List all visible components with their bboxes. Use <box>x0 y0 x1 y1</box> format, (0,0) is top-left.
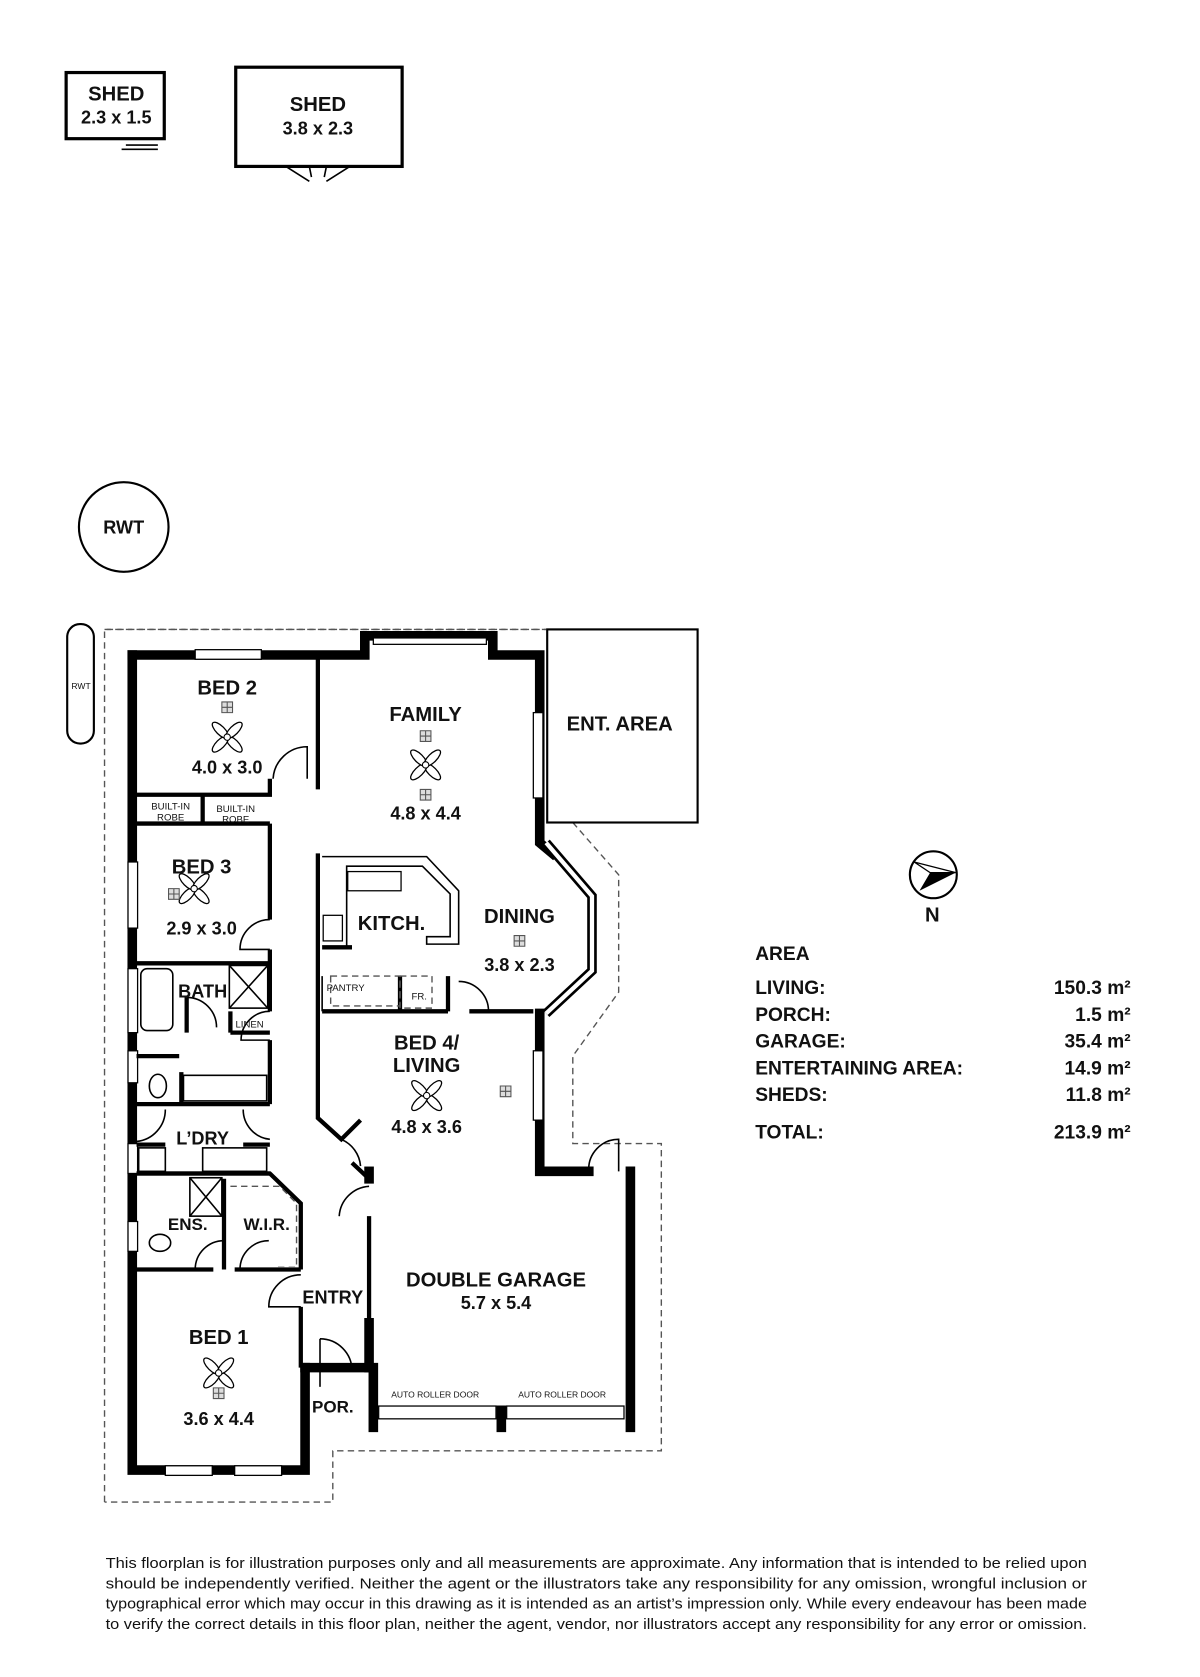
ensuite-label: ENS. <box>168 1215 208 1234</box>
cooktop-icon <box>322 914 344 942</box>
area-row-label: GARAGE: <box>755 1032 846 1053</box>
skylight-icon <box>419 730 432 742</box>
bath-label: BATH <box>178 981 227 1001</box>
skylight-icon <box>168 888 180 900</box>
area-row-label: SHEDS: <box>755 1085 827 1106</box>
bed1-size: 3.6 x 4.4 <box>183 1409 254 1429</box>
laundry-label: L’DRY <box>176 1129 229 1149</box>
svg-text:should be independently verifi: should be independently verified. Neithe… <box>106 1576 1088 1592</box>
skylight-icon <box>212 1387 225 1400</box>
dining-size: 3.8 x 2.3 <box>484 955 555 975</box>
area-row-label: ENTERTAINING AREA: <box>755 1058 963 1079</box>
garage-size: 5.7 x 5.4 <box>461 1293 532 1313</box>
shed-small: SHED 2.3 x 1.5 <box>64 70 166 151</box>
ceiling-fan-icon <box>178 873 210 905</box>
family-size: 4.8 x 4.4 <box>390 803 461 823</box>
entertaining-area <box>546 628 699 824</box>
ent-area-label: ENT. AREA <box>567 714 674 736</box>
wir-label: W.I.R. <box>243 1215 289 1234</box>
robe-label: BUILT-IN <box>151 802 190 813</box>
disclaimer: This floorplan is for illustration purpo… <box>106 1556 1088 1633</box>
area-title: AREA <box>755 944 810 965</box>
fridge-outline <box>399 975 433 1009</box>
toilet-icon <box>148 1073 168 1099</box>
area-row-value: 35.4 m² <box>1065 1032 1131 1053</box>
svg-text:This floorplan is for illustra: This floorplan is for illustration purpo… <box>106 1556 1087 1572</box>
bed1-label: BED 1 <box>189 1327 249 1349</box>
skylight-icon <box>221 701 234 714</box>
skylight-icon <box>419 788 432 801</box>
laundry-tub-icon <box>137 1147 167 1173</box>
shed-size: 3.8 x 2.3 <box>283 118 354 138</box>
pantry-label: PANTRY <box>327 983 366 994</box>
dining-label: DINING <box>484 906 555 928</box>
porch-label: POR. <box>312 1397 354 1416</box>
bed4-label: LIVING <box>393 1055 461 1077</box>
north-label: N <box>925 905 940 927</box>
shed-size: 2.3 x 1.5 <box>81 108 152 128</box>
area-row-value: 11.8 m² <box>1066 1085 1131 1106</box>
sink-icon <box>347 870 402 892</box>
shower-icon <box>228 964 269 1009</box>
toilet-icon <box>148 1233 172 1253</box>
fridge-label: FR. <box>411 992 426 1003</box>
area-row-value: 1.5 m² <box>1075 1005 1130 1026</box>
skylight-icon <box>513 935 526 947</box>
rainwater-tank-large: RWT <box>77 481 170 573</box>
room-labels: BED 2 4.0 x 3.0 FAMILY 4.8 x 4.4 BUILT-I… <box>151 677 586 1429</box>
garage-label: DOUBLE GARAGE <box>406 1270 586 1292</box>
shed-label: SHED <box>290 94 346 116</box>
area-row-value: 150.3 m² <box>1054 978 1131 999</box>
north-arrow-icon: N <box>908 850 958 927</box>
bed2-label: BED 2 <box>197 677 257 699</box>
ceiling-fan-icon <box>211 721 243 753</box>
robe-label: BUILT-IN <box>216 804 255 815</box>
ceiling-fan-icon <box>411 1080 443 1112</box>
area-total-value: 213.9 m² <box>1054 1122 1131 1143</box>
area-row-label: LIVING: <box>755 978 825 999</box>
area-table: AREA LIVING: 150.3 m² PORCH: 1.5 m² GARA… <box>755 944 1130 1143</box>
bed3-size: 2.9 x 3.0 <box>166 919 237 939</box>
linen-label: LINEN <box>235 1019 263 1030</box>
shower-icon <box>189 1176 223 1217</box>
bed4-size: 4.8 x 3.6 <box>391 1117 462 1137</box>
laundry-bench <box>201 1147 268 1173</box>
roller-door-label: AUTO ROLLER DOOR <box>391 1389 479 1399</box>
roller-doors: AUTO ROLLER DOOR AUTO ROLLER DOOR <box>378 1389 625 1420</box>
ceiling-fan-icon <box>203 1357 235 1389</box>
area-row-label: PORCH: <box>755 1005 831 1026</box>
robe-label: ROBE <box>157 812 184 823</box>
bed3-label: BED 3 <box>172 857 232 879</box>
pantry-outline <box>329 975 401 1007</box>
robe-outline <box>230 1185 298 1269</box>
rainwater-tank-small: RWT <box>66 623 95 745</box>
roller-door-label: AUTO ROLLER DOOR <box>518 1389 606 1399</box>
interior-walls <box>136 659 534 1368</box>
svg-text:RWT: RWT <box>103 517 144 537</box>
fixtures <box>168 701 526 1400</box>
svg-text:to verify the correct details: to verify the correct details in this fl… <box>106 1617 1087 1633</box>
shed-large: SHED 3.8 x 2.3 <box>234 65 404 183</box>
ceiling-fan-icon <box>410 749 442 781</box>
bed2-size: 4.0 x 3.0 <box>192 757 263 777</box>
robe-label: ROBE <box>222 814 249 825</box>
skylight-icon <box>499 1085 512 1098</box>
bathtub-icon <box>140 967 174 1032</box>
family-label: FAMILY <box>389 704 462 726</box>
windows <box>127 637 597 1477</box>
kitchen-bench <box>322 855 460 948</box>
entry-label: ENTRY <box>302 1288 363 1308</box>
svg-text:RWT: RWT <box>71 681 90 691</box>
bed4-label: BED 4/ <box>394 1033 460 1055</box>
vanity-icon <box>182 1074 268 1102</box>
kitchen-label: KITCH. <box>358 913 425 935</box>
area-total-label: TOTAL: <box>755 1122 824 1143</box>
shed-label: SHED <box>88 83 144 105</box>
area-row-value: 14.9 m² <box>1065 1058 1131 1079</box>
svg-text:typographical error which may: typographical error which may occur in t… <box>106 1597 1087 1613</box>
doors <box>136 745 620 1387</box>
